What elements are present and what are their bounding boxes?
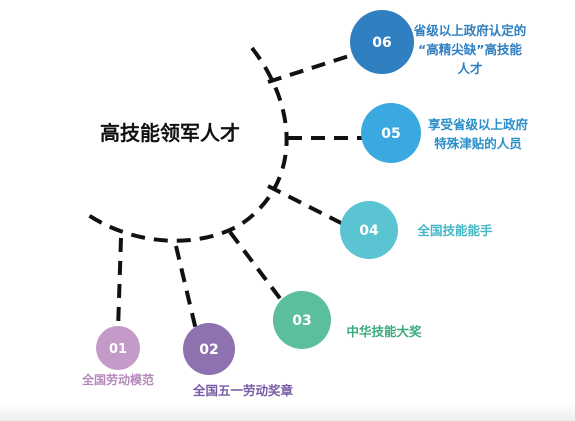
branch-to-node-06: [267, 53, 353, 84]
branch-to-node-02: [174, 245, 198, 331]
node-03-circle: [273, 291, 331, 349]
branch-to-node-04: [267, 184, 346, 227]
main-trunk-line: [82, 46, 289, 243]
node-04: 04 全国技能能手: [340, 201, 493, 259]
node-02-number: 02: [199, 342, 218, 358]
node-05-label-line: 特殊津贴的人员: [434, 136, 522, 151]
node-circles: 06省级以上政府认定的“高精尖缺”高技能人才05享受省级以上政府特殊津贴的人员0…: [81, 10, 528, 398]
node-03-label-line: 中华技能大奖: [346, 324, 422, 339]
node-01-label-line: 全国劳动模范: [81, 372, 154, 387]
bottom-fade: [0, 403, 575, 421]
node-05-label-line: 享受省级以上政府: [428, 117, 529, 132]
node-03: 03 中华技能大奖: [273, 291, 422, 349]
node-04-circle: [340, 201, 398, 259]
branch-to-node-03: [228, 230, 287, 307]
node-02-label-line: 全国五一劳动奖章: [192, 383, 294, 398]
node-04-number: 04: [359, 223, 379, 239]
node-02: 02 全国五一劳动奖章: [183, 323, 293, 398]
node-06-number: 06: [372, 35, 391, 51]
node-05-circle: [361, 103, 421, 163]
branch-to-node-01: [116, 237, 123, 331]
node-06-label-line: 人才: [457, 61, 482, 76]
node-04-label-line: 全国技能能手: [416, 223, 493, 238]
node-06-label-line: 省级以上政府认定的: [413, 23, 527, 38]
diagram-title: 高技能领军人才: [100, 121, 240, 145]
node-01-number: 01: [109, 342, 127, 357]
node-06-label-line: “高精尖缺”高技能: [418, 42, 522, 57]
node-06-circle: [350, 10, 414, 74]
node-03-number: 03: [292, 313, 311, 329]
node-05-number: 05: [381, 126, 400, 142]
node-01-circle: [96, 326, 140, 370]
node-02-circle: [183, 323, 235, 375]
node-01: 01 全国劳动模范: [81, 326, 154, 387]
branch-lines: [82, 46, 362, 331]
